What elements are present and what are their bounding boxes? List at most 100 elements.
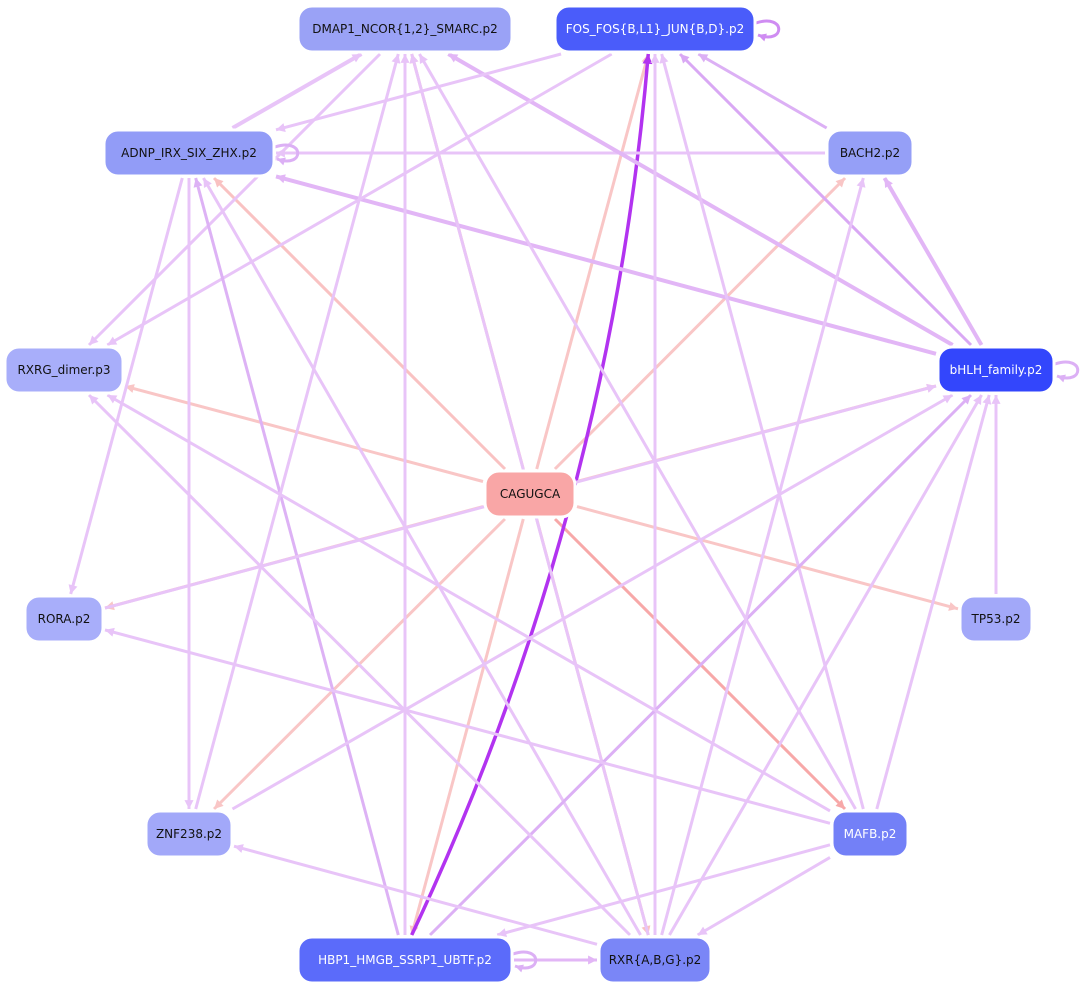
node-tp53-label: TP53.p2 — [971, 612, 1021, 626]
edge-rxrabg-to-bach2 — [660, 177, 865, 936]
node-bhlh-box — [936, 345, 1056, 395]
edge-fos-to-adnp-arrowhead — [276, 123, 286, 132]
node-hbp1-box — [296, 935, 514, 985]
node-dmap1[interactable]: DMAP1_NCOR{1,2}_SMARC.p2 — [296, 4, 514, 54]
self-loop-bhlh-arrowhead — [1057, 374, 1066, 383]
node-fos-label: FOS_FOS{B,L1}_JUN{B,D}.p2 — [566, 22, 745, 36]
edge-mafb-to-fos-arrowhead — [659, 54, 669, 64]
edge-rxrabg-to-bach2-arrowhead — [856, 178, 866, 188]
edge-cagugca-to-rxrg — [124, 384, 484, 483]
edge-rxrabg-to-adnp — [202, 177, 642, 936]
edge-bhlh-to-bach2 — [882, 176, 984, 347]
edge-rxrabg-to-znf238-arrowhead — [234, 844, 244, 853]
node-hbp1[interactable]: HBP1_HMGB_SSRP1_UBTF.p2 — [296, 935, 514, 985]
node-bhlh-label: bHLH_family.p2 — [950, 363, 1043, 377]
self-loop-hbp1-arrowhead — [515, 964, 524, 973]
node-fos[interactable]: FOS_FOS{B,L1}_JUN{B,D}.p2 — [553, 4, 757, 54]
edge-bach2-to-fos-arrowhead — [698, 54, 709, 63]
node-adnp-box — [102, 128, 276, 178]
edge-hbp1-to-bhlh — [428, 393, 973, 937]
edge-mafb-to-hbp1-arrowhead — [497, 928, 508, 938]
edge-mafb-to-dmap1-arrowhead — [419, 54, 428, 64]
edge-tp53-to-bhlh-arrowhead — [991, 395, 1001, 404]
edge-cagugca-to-adnp — [212, 176, 507, 471]
edge-hbp1-to-bhlh-arrowhead — [961, 395, 971, 405]
node-znf238-label: ZNF238.p2 — [156, 827, 222, 841]
edge-adnp-to-dmap1 — [231, 52, 363, 130]
edge-bhlh-to-adnp-arrowhead — [276, 174, 286, 184]
edge-mafb-to-rxrg — [106, 393, 831, 813]
edge-bhlh-to-fos-arrowhead — [680, 54, 690, 64]
node-hbp1-label: HBP1_HMGB_SSRP1_UBTF.p2 — [318, 953, 492, 967]
node-dmap1-box — [296, 4, 514, 54]
node-rora-box — [23, 594, 105, 644]
edge-mafb-to-hbp1 — [496, 843, 831, 937]
edge-cagugca-to-tp53 — [576, 505, 959, 611]
edge-mafb-to-rora — [104, 628, 831, 825]
edge-fos-to-rxrg-arrowhead — [107, 336, 118, 345]
edge-cagugca-to-bach2-arrowhead — [835, 178, 846, 188]
edge-mafb-to-bhlh-arrowhead — [982, 395, 992, 405]
node-znf238[interactable]: ZNF238.p2 — [144, 809, 234, 859]
node-rxrg[interactable]: RXRG_dimer.p3 — [3, 345, 125, 395]
node-rora-label: RORA.p2 — [38, 612, 91, 626]
edge-rxrabg-to-adnp-arrowhead — [203, 178, 212, 188]
self-loop-adnp-arrowhead — [277, 157, 286, 166]
edge-layer — [68, 19, 1080, 973]
edge-rxrabg-to-bhlh-arrowhead — [973, 395, 982, 405]
node-adnp-label: ADNP_IRX_SIX_ZHX.p2 — [121, 146, 257, 160]
edge-znf238-to-bhlh-arrowhead — [942, 395, 953, 404]
edge-bhlh-to-dmap1-arrowhead — [448, 54, 459, 63]
edge-rora-to-bhlh-arrowhead — [926, 383, 936, 393]
edge-cagugca-to-mafb-arrowhead — [835, 799, 845, 809]
edge-bhlh-to-adnp — [275, 174, 937, 356]
edge-dmap1-to-rxrg-arrowhead — [89, 335, 99, 345]
edge-znf238-to-bhlh — [231, 393, 954, 811]
edge-bhlh-to-bach2-arrowhead — [884, 178, 893, 188]
edge-cagugca-to-tp53-arrowhead — [948, 602, 958, 611]
node-znf238-box — [144, 809, 234, 859]
node-mafb[interactable]: MAFB.p2 — [830, 809, 910, 859]
node-adnp[interactable]: ADNP_IRX_SIX_ZHX.p2 — [102, 128, 276, 178]
self-loop-fos — [755, 19, 781, 39]
edge-mafb-to-dmap1 — [418, 53, 857, 810]
edge-mafb-to-bhlh — [875, 394, 991, 810]
node-dmap1-label: DMAP1_NCOR{1,2}_SMARC.p2 — [312, 22, 498, 36]
edge-znf238-to-dmap1-arrowhead — [391, 54, 401, 64]
edge-rxrabg-to-rxrg-arrowhead — [89, 395, 99, 405]
self-loop-fos-arrowhead — [758, 33, 767, 42]
node-mafb-box — [830, 809, 910, 859]
node-cagugca-label: CAGUGCA — [500, 487, 561, 501]
node-bach2[interactable]: BACH2.p2 — [825, 128, 915, 178]
node-bach2-box — [825, 128, 915, 178]
node-mafb-label: MAFB.p2 — [844, 827, 897, 841]
edge-cagugca-to-adnp-arrowhead — [214, 178, 224, 188]
node-tp53-box — [958, 594, 1034, 644]
edge-cagugca-to-bach2 — [553, 176, 847, 471]
edge-rxrabg-to-dmap1-arrowhead — [409, 54, 419, 64]
node-fos-box — [553, 4, 757, 54]
edge-fos-to-adnp — [275, 52, 562, 132]
edge-adnp-to-rora-arrowhead — [68, 584, 78, 594]
edge-adnp-to-dmap1-arrowhead — [351, 54, 362, 63]
node-rxrg-box — [3, 345, 125, 395]
node-layer: DMAP1_NCOR{1,2}_SMARC.p2 FOS_FOS{B,L1}_JU… — [3, 4, 1056, 985]
edge-hbp1-to-dmap1-arrowhead — [400, 54, 410, 63]
edge-bhlh-to-fos — [678, 52, 973, 347]
edge-rxrabg-to-fos-arrowhead — [650, 54, 660, 63]
edge-rxrabg-to-znf238 — [233, 844, 598, 946]
edge-hbp1-to-adnp-arrowhead — [193, 178, 203, 188]
edge-hbp1-to-rxrabg-arrowhead — [588, 955, 597, 965]
node-bach2-label: BACH2.p2 — [840, 146, 900, 160]
node-rora[interactable]: RORA.p2 — [23, 594, 105, 644]
edge-rxrabg-to-rxrg — [87, 393, 632, 937]
node-tp53[interactable]: TP53.p2 — [958, 594, 1034, 644]
node-bhlh[interactable]: bHLH_family.p2 — [936, 345, 1056, 395]
edge-mafb-to-rxrg-arrowhead — [107, 395, 118, 404]
node-cagugca[interactable]: CAGUGCA — [483, 469, 577, 519]
edge-adnp-to-znf238-arrowhead — [184, 800, 194, 809]
node-rxrabg[interactable]: RXR{A,B,G}.p2 — [597, 935, 713, 985]
edge-hbp1-to-fos-arrowhead — [642, 54, 653, 65]
edge-mafb-to-rxrabg-arrowhead — [697, 926, 708, 935]
